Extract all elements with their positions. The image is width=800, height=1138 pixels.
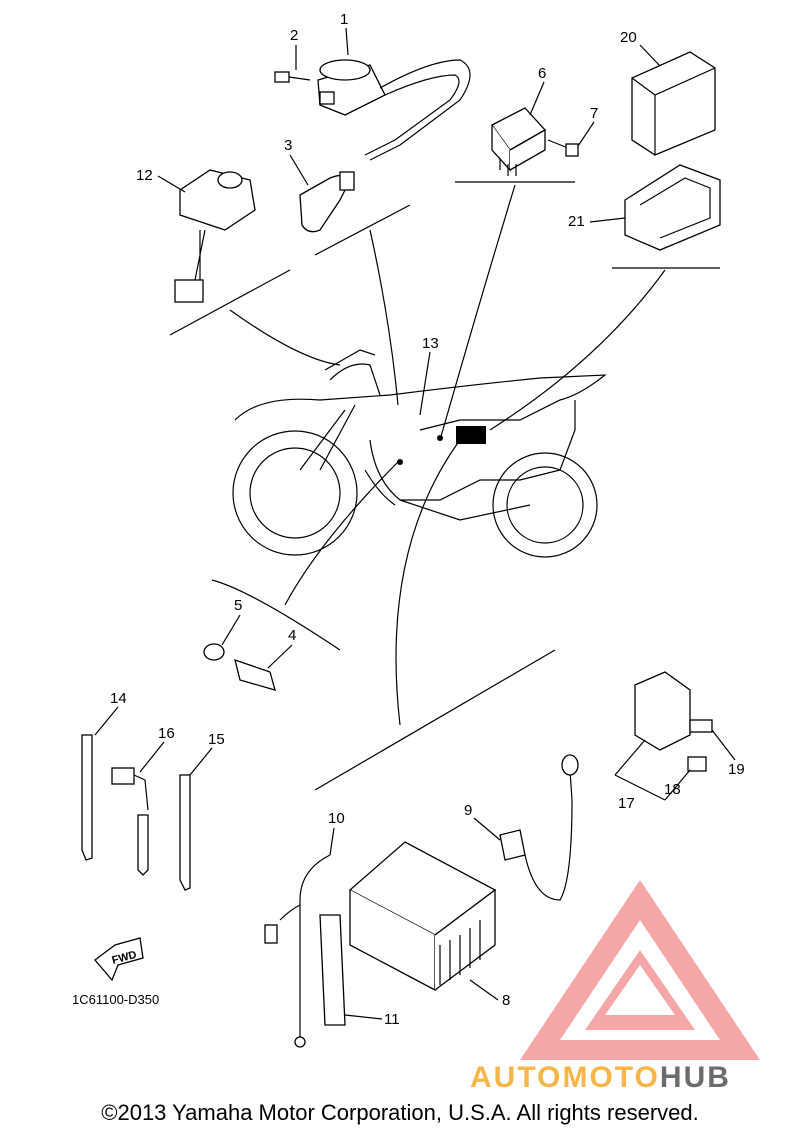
part-battery-band <box>319 914 346 1026</box>
leader-lines <box>229 184 666 726</box>
part-cable-ties <box>81 734 191 891</box>
group-bracket-1-3 <box>314 204 411 256</box>
svg-text:20: 20 <box>620 29 637 46</box>
svg-text:21: 21 <box>568 213 585 230</box>
watermark-text: AUTOMOTOHUB <box>470 1061 731 1094</box>
part-rectifier-regulator <box>491 107 547 176</box>
part-cdi-unit <box>631 51 716 156</box>
svg-text:19: 19 <box>728 761 745 778</box>
svg-text:4: 4 <box>288 627 296 644</box>
part-bolt-2 <box>274 71 311 83</box>
group-bracket-battery <box>314 649 556 791</box>
svg-text:9: 9 <box>464 802 472 819</box>
svg-text:2: 2 <box>290 27 298 44</box>
svg-text:5: 5 <box>234 597 242 614</box>
group-bracket-4-5 <box>211 579 341 651</box>
part-neutral-switch <box>203 643 276 691</box>
fwd-arrow-icon: FWD <box>94 937 144 982</box>
svg-text:3: 3 <box>284 137 292 154</box>
part-starter-relay <box>614 671 713 801</box>
part-cdi-cover <box>624 164 721 251</box>
svg-text:18: 18 <box>664 781 681 798</box>
part-bolt-7 <box>547 139 579 157</box>
svg-text:10: 10 <box>328 810 345 827</box>
svg-text:7: 7 <box>590 105 598 122</box>
part-battery-cable-10 <box>264 854 331 1048</box>
svg-text:8: 8 <box>502 992 510 1009</box>
svg-text:16: 16 <box>158 725 175 742</box>
part-battery-cable-9 <box>499 754 579 901</box>
svg-text:15: 15 <box>208 731 225 748</box>
svg-text:17: 17 <box>618 795 635 812</box>
part-battery <box>348 841 497 992</box>
group-bracket-12 <box>169 269 291 336</box>
part-wire-harness <box>397 351 486 465</box>
automotohub-logo <box>520 880 760 1060</box>
svg-text:11: 11 <box>384 1011 400 1028</box>
part-labels: 1 2 3 6 7 12 20 21 13 5 4 14 16 15 19 18… <box>94 11 745 1028</box>
part-relay-box <box>174 169 256 303</box>
part-ignition-coil <box>317 59 471 161</box>
copyright-notice: ©2013 Yamaha Motor Corporation, U.S.A. A… <box>101 1100 699 1125</box>
svg-text:13: 13 <box>422 335 439 352</box>
diagram-code: 1C61100-D350 <box>72 992 159 1007</box>
svg-text:14: 14 <box>110 690 127 707</box>
svg-text:6: 6 <box>538 65 546 82</box>
svg-text:12: 12 <box>136 167 153 184</box>
svg-text:1: 1 <box>340 11 348 28</box>
motorcycle-outline <box>232 349 607 558</box>
part-spark-plug-cap <box>299 171 355 233</box>
